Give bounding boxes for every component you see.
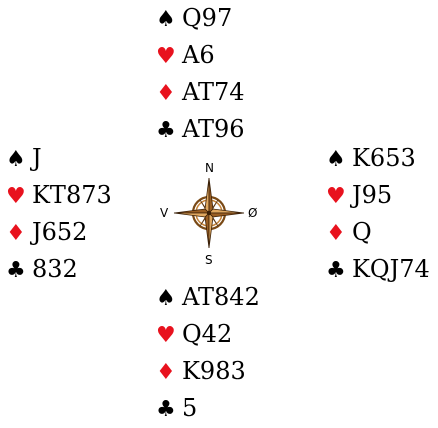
compass-main-points	[173, 177, 245, 249]
west-hearts-row: ♥KT873	[6, 177, 112, 214]
east-hearts-row: ♥J95	[326, 177, 430, 214]
compass-center	[206, 210, 212, 216]
diamond-icon: ♦	[6, 221, 26, 246]
east-spades-row: ♠K653	[326, 140, 430, 177]
west-spades: J	[32, 144, 42, 172]
heart-icon: ♥	[156, 44, 176, 69]
north-diamonds-row: ♦AT74	[156, 74, 245, 111]
south-hearts: Q42	[182, 320, 233, 348]
west-diamonds: J652	[32, 218, 88, 246]
north-hearts-row: ♥A6	[156, 37, 245, 74]
north-clubs: AT96	[182, 115, 245, 143]
north-spades: Q97	[182, 4, 233, 32]
west-hearts: KT873	[32, 181, 112, 209]
spade-icon: ♠	[156, 7, 176, 32]
heart-icon: ♥	[156, 323, 176, 348]
south-hearts-row: ♥Q42	[156, 316, 260, 353]
compass-west-label: V	[160, 206, 169, 220]
club-icon: ♣	[326, 258, 346, 283]
north-diamonds: AT74	[182, 78, 245, 106]
spade-icon: ♠	[326, 147, 346, 172]
east-spades: K653	[352, 144, 416, 172]
south-diamonds: K983	[182, 357, 246, 385]
south-diamonds-row: ♦K983	[156, 353, 260, 390]
east-hand: ♠K653 ♥J95 ♦Q ♣KQJ74	[326, 140, 430, 288]
diamond-icon: ♦	[156, 360, 176, 385]
south-hand: ♠AT842 ♥Q42 ♦K983 ♣5	[156, 279, 260, 427]
diamond-icon: ♦	[156, 81, 176, 106]
compass-south-label: S	[205, 253, 213, 267]
heart-icon: ♥	[6, 184, 26, 209]
compass-north-label: N	[205, 161, 214, 175]
south-clubs: 5	[182, 394, 198, 422]
club-icon: ♣	[156, 397, 176, 422]
south-clubs-row: ♣5	[156, 390, 260, 427]
north-clubs-row: ♣AT96	[156, 111, 245, 148]
north-spades-row: ♠Q97	[156, 0, 245, 37]
west-clubs: 832	[32, 255, 78, 283]
compass-rose-icon: N S V Ø	[160, 161, 257, 267]
heart-icon: ♥	[326, 184, 346, 209]
diamond-icon: ♦	[326, 221, 346, 246]
spade-icon: ♠	[6, 147, 26, 172]
east-diamonds: Q	[352, 218, 372, 246]
east-diamonds-row: ♦Q	[326, 214, 430, 251]
west-hand: ♠J ♥KT873 ♦J652 ♣832	[6, 140, 112, 288]
club-icon: ♣	[6, 258, 26, 283]
north-hearts: A6	[182, 41, 215, 69]
club-icon: ♣	[156, 118, 176, 143]
east-clubs: KQJ74	[352, 255, 430, 283]
spade-icon: ♠	[156, 286, 176, 311]
west-clubs-row: ♣832	[6, 251, 112, 288]
west-diamonds-row: ♦J652	[6, 214, 112, 251]
south-spades: AT842	[182, 283, 260, 311]
west-spades-row: ♠J	[6, 140, 112, 177]
compass-east-label: Ø	[248, 206, 257, 220]
north-hand: ♠Q97 ♥A6 ♦AT74 ♣AT96	[156, 0, 245, 148]
east-hearts: J95	[352, 181, 393, 209]
east-clubs-row: ♣KQJ74	[326, 251, 430, 288]
south-spades-row: ♠AT842	[156, 279, 260, 316]
